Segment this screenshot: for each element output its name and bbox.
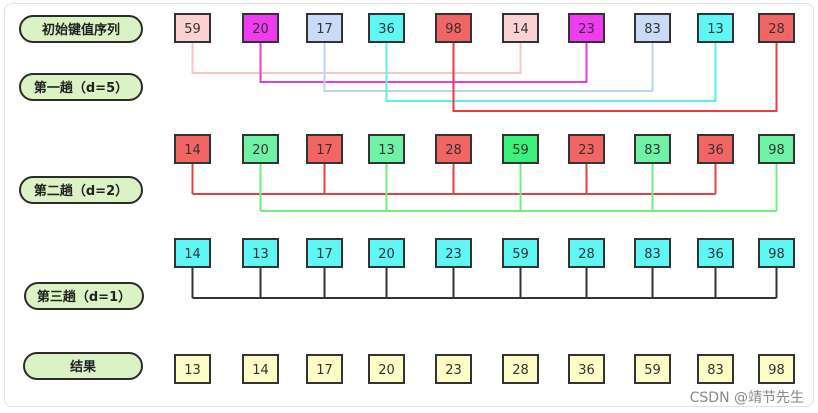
key-box: 23 [435,238,472,268]
key-box: 59 [174,13,211,43]
diagram-frame [4,3,814,407]
pass-1-pair-line [385,43,717,102]
key-box: 83 [634,134,671,164]
key-box: 23 [435,354,472,384]
key-box: 28 [758,13,795,43]
key-box: 13 [697,13,734,43]
key-box: 36 [368,13,405,43]
key-box: 98 [435,13,472,43]
key-box: 23 [568,134,605,164]
key-box: 17 [306,13,343,43]
key-box: 36 [697,134,734,164]
key-box: 13 [368,134,405,164]
key-box: 28 [435,134,472,164]
key-box: 17 [306,134,343,164]
key-box: 14 [174,134,211,164]
pass-1-pair-line [259,43,588,83]
pass-1-pair-line [191,43,522,74]
key-box: 83 [697,354,734,384]
key-box: 98 [758,238,795,268]
row-label-result: 结果 [23,352,143,380]
key-box: 59 [634,354,671,384]
key-box: 59 [502,134,539,164]
key-box: 28 [502,354,539,384]
row-label-initial: 初始键值序列 [19,15,143,43]
key-box: 20 [368,354,405,384]
row-label-pass-1: 第一趟（d=5） [19,73,143,101]
key-box: 13 [174,354,211,384]
key-box: 20 [242,134,279,164]
key-box: 14 [502,13,539,43]
row-label-pass-3: 第三趟（d=1） [24,282,144,310]
row-label-pass-2: 第二趟（d=2） [19,176,143,204]
key-box: 83 [634,13,671,43]
key-box: 83 [634,238,671,268]
key-box: 14 [174,238,211,268]
key-box: 14 [242,354,279,384]
key-box: 59 [502,238,539,268]
watermark: CSDN @靖节先生 [689,390,804,406]
key-box: 20 [368,238,405,268]
pass-1-pair-line [323,43,654,92]
key-box: 20 [242,13,279,43]
key-box: 36 [568,354,605,384]
key-box: 13 [242,238,279,268]
key-box: 17 [306,238,343,268]
key-box: 36 [697,238,734,268]
key-box: 23 [568,13,605,43]
key-box: 28 [568,238,605,268]
pass-1-pair-line [452,43,778,112]
key-box: 98 [758,354,795,384]
key-box: 98 [758,134,795,164]
key-box: 17 [306,354,343,384]
